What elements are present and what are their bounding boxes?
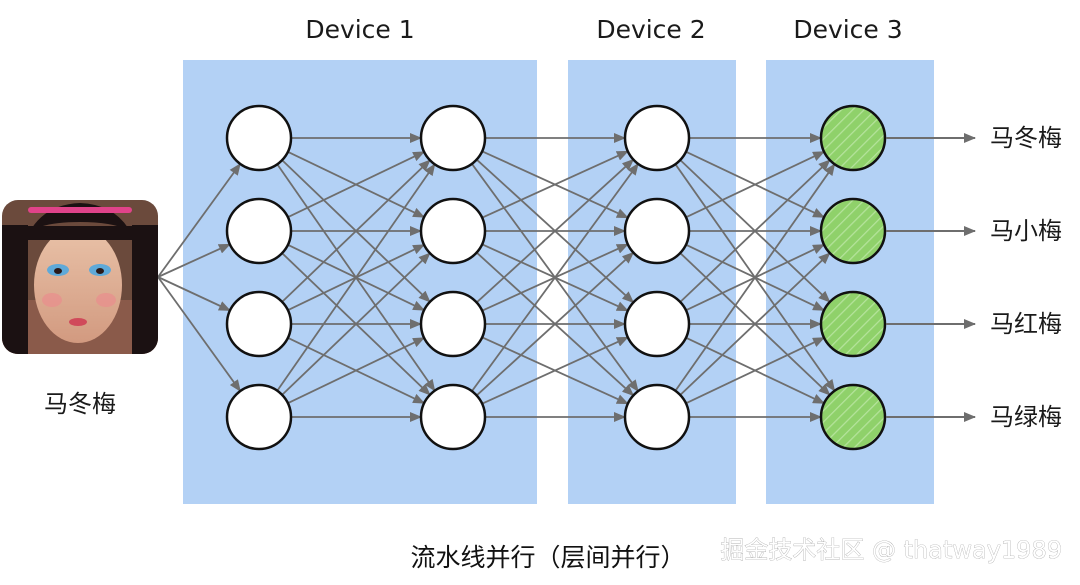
device-2-label: Device 2 <box>596 15 705 44</box>
layer-edge <box>674 163 836 392</box>
output-label: 马冬梅 <box>990 124 1062 152</box>
output-label: 马绿梅 <box>990 403 1062 431</box>
output-label: 马红梅 <box>990 310 1062 338</box>
neuron <box>623 290 691 358</box>
neuron <box>419 197 487 265</box>
layer-edge <box>679 252 831 396</box>
neuron <box>225 383 293 451</box>
neuron <box>225 197 293 265</box>
input-edge <box>157 243 231 278</box>
neuron <box>225 290 293 358</box>
layer-edge <box>476 251 635 397</box>
layer-edge <box>481 336 629 405</box>
neuron <box>623 104 691 172</box>
layer-edge <box>281 252 431 396</box>
neuron <box>225 104 293 172</box>
neuron <box>419 383 487 451</box>
layer-edge <box>685 336 825 405</box>
neuron <box>419 104 487 172</box>
input-portrait-image <box>2 200 158 354</box>
input-edge <box>157 163 241 278</box>
layer-edge <box>481 150 629 219</box>
output-neuron <box>819 290 887 358</box>
layer-edge <box>471 163 639 392</box>
output-neuron <box>819 197 887 265</box>
neuron <box>419 290 487 358</box>
layer-edge <box>276 163 436 392</box>
device-1-label: Device 1 <box>305 15 414 44</box>
output-neuron <box>819 104 887 172</box>
layer-edge <box>476 158 635 304</box>
layer-edge <box>281 159 431 303</box>
device-3-label: Device 3 <box>793 15 902 44</box>
layer-edge <box>685 150 825 219</box>
network-edges <box>157 133 836 422</box>
layer-edge <box>679 159 831 303</box>
output-group: 马冬梅 马小梅 马红梅 马绿梅 <box>886 124 1062 431</box>
input-edge <box>157 276 242 392</box>
neuron <box>623 197 691 265</box>
output-label: 马小梅 <box>990 217 1062 245</box>
input-label: 马冬梅 <box>44 390 116 418</box>
network-nodes <box>225 104 887 451</box>
layer-edge <box>287 337 426 404</box>
output-neuron <box>819 383 887 451</box>
input-edge <box>157 276 231 312</box>
layer-edge <box>287 151 426 218</box>
watermark: 掘金技术社区 @ thatway1989 <box>720 536 1062 564</box>
neuron <box>623 383 691 451</box>
diagram-caption: 流水线并行（层间并行） <box>410 543 685 572</box>
